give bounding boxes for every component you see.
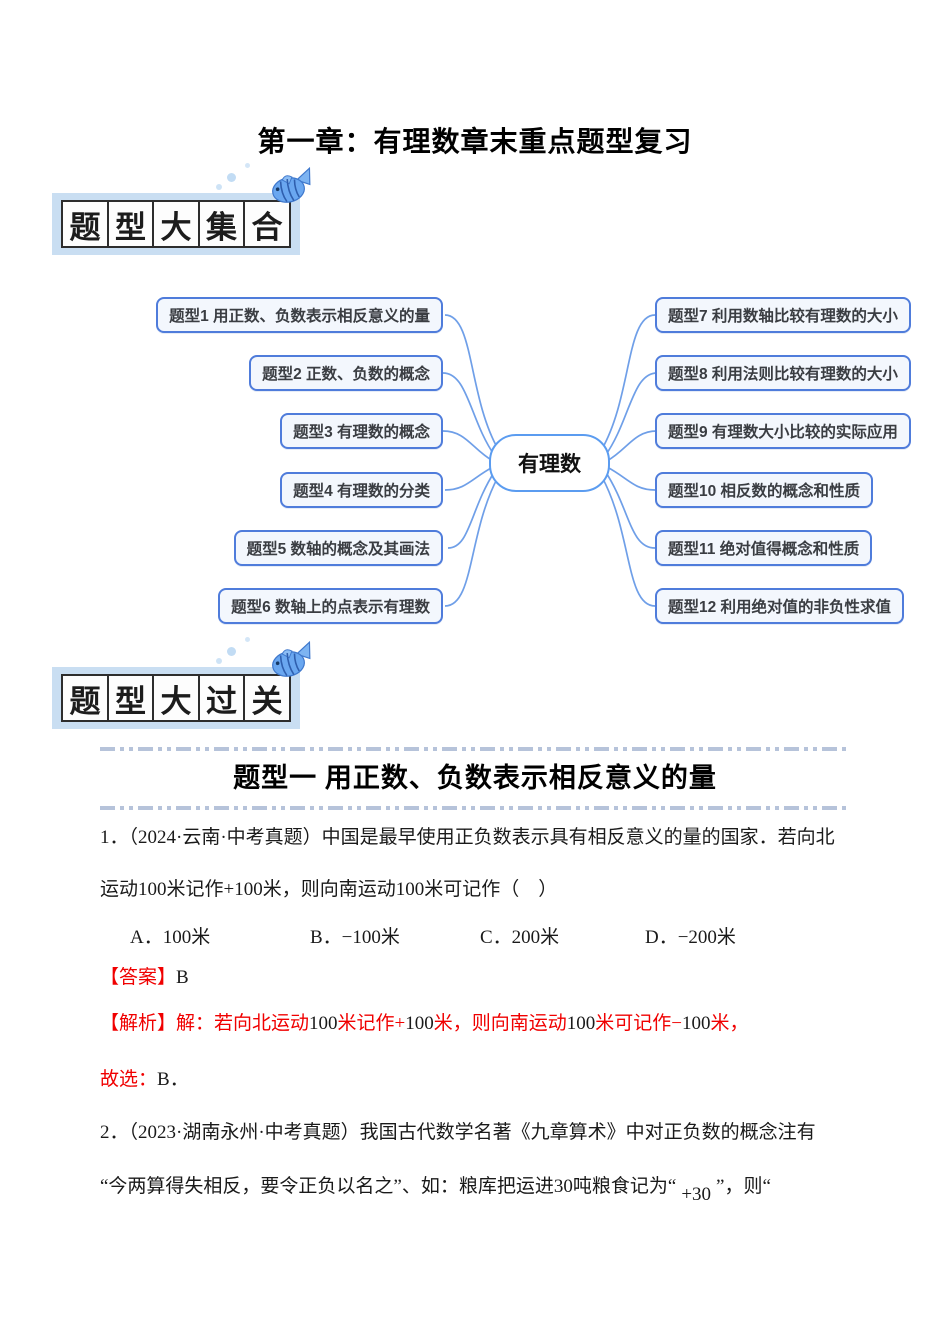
section-title: 题型一 用正数、负数表示相反意义的量 <box>233 763 717 793</box>
conclusion-line: 故选：B． <box>100 1069 189 1090</box>
page-title: 第一章：有理数章末重点题型复习 <box>257 127 693 158</box>
answer-line: 【答案】B <box>100 967 189 988</box>
banner-char-cell: 过 <box>197 674 246 722</box>
banner-char-cell: 题 <box>61 674 109 722</box>
banner-char-cell: 集 <box>197 200 246 248</box>
bubble-icon <box>227 647 236 656</box>
banner-pass-cells: 题 型 大 过 关 <box>61 674 291 722</box>
banner-collection: 题 型 大 集 合 <box>52 163 311 255</box>
mindmap-branch-type3: 题型3 有理数的概念 <box>280 413 443 449</box>
banner-char-cell: 大 <box>152 674 200 722</box>
mindmap-branch-type12: 题型12 利用绝对值的非负性求值 <box>655 588 905 624</box>
mindmap-center-node: 有理数 <box>489 434 610 492</box>
mindmap-branch-type2: 题型2 正数、负数的概念 <box>249 355 443 391</box>
bubble-icon <box>245 637 250 642</box>
banner-char-cell: 关 <box>243 674 291 722</box>
banner-char-cell: 型 <box>106 674 155 722</box>
mindmap-branch-type5: 题型5 数轴的概念及其画法 <box>233 530 443 566</box>
mindmap-branch-type10: 题型10 相反数的概念和性质 <box>655 472 874 508</box>
question2-text-line1: 2．（2023·湖南永州·中考真题）我国古代数学名著《九章算术》中对正负数的概念… <box>100 1122 816 1143</box>
question2-text-line2: “今两算得失相反，要令正负以名之”、如：粮库把运进30吨粮食记为“+30”，则“ <box>100 1176 771 1205</box>
mindmap-branch-type8: 题型8 利用法则比较有理数的大小 <box>655 355 911 391</box>
bubble-icon <box>216 184 222 190</box>
section-divider-top <box>100 747 850 751</box>
fish-icon <box>272 166 311 203</box>
mindmap-branch-type6: 题型6 数轴上的点表示有理数 <box>218 588 443 624</box>
mindmap-branch-type4: 题型4 有理数的分类 <box>280 472 443 508</box>
banner-collection-cells: 题 型 大 集 合 <box>61 200 291 248</box>
bubble-icon <box>216 658 222 664</box>
mindmap: 题型1 用正数、负数表示相反意义的量 题型2 正数、负数的概念 题型3 有理数的… <box>0 281 950 646</box>
bubble-icon <box>227 173 236 182</box>
option-a: A．100米 <box>130 927 211 948</box>
banner-char-cell: 大 <box>152 200 200 248</box>
question1-text-line1: 1．（2024·云南·中考真题）中国是最早使用正负数表示具有相反意义的量的国家．… <box>100 827 835 848</box>
mindmap-connector-lines <box>442 314 658 607</box>
fish-icon <box>272 640 311 677</box>
bubble-icon <box>245 163 250 168</box>
question1-text-line2: 运动100米记作+100米，则向南运动100米可记作（ ） <box>100 879 558 900</box>
option-b: B．−100米 <box>310 927 400 948</box>
option-c: C．200米 <box>480 927 560 948</box>
mindmap-branch-type1: 题型1 用正数、负数表示相反意义的量 <box>156 297 443 333</box>
banner-char-cell: 题 <box>61 200 109 248</box>
question1-options: A．100米 B．−100米 C．200米 D．−200米 <box>100 925 850 950</box>
banner-pass: 题 型 大 过 关 <box>52 637 311 729</box>
mindmap-branch-type7: 题型7 利用数轴比较有理数的大小 <box>655 297 911 333</box>
mindmap-branch-type11: 题型11 绝对值得概念和性质 <box>655 530 873 566</box>
mindmap-branch-type9: 题型9 有理数大小比较的实际应用 <box>655 413 911 449</box>
banner-char-cell: 合 <box>243 200 291 248</box>
option-d: D．−200米 <box>645 927 736 948</box>
analysis-line: 【解析】解：若向北运动100米记作+100米，则向南运动100米可记作−100米… <box>100 1013 749 1034</box>
banner-char-cell: 型 <box>106 200 155 248</box>
section-divider-bottom <box>100 806 850 810</box>
